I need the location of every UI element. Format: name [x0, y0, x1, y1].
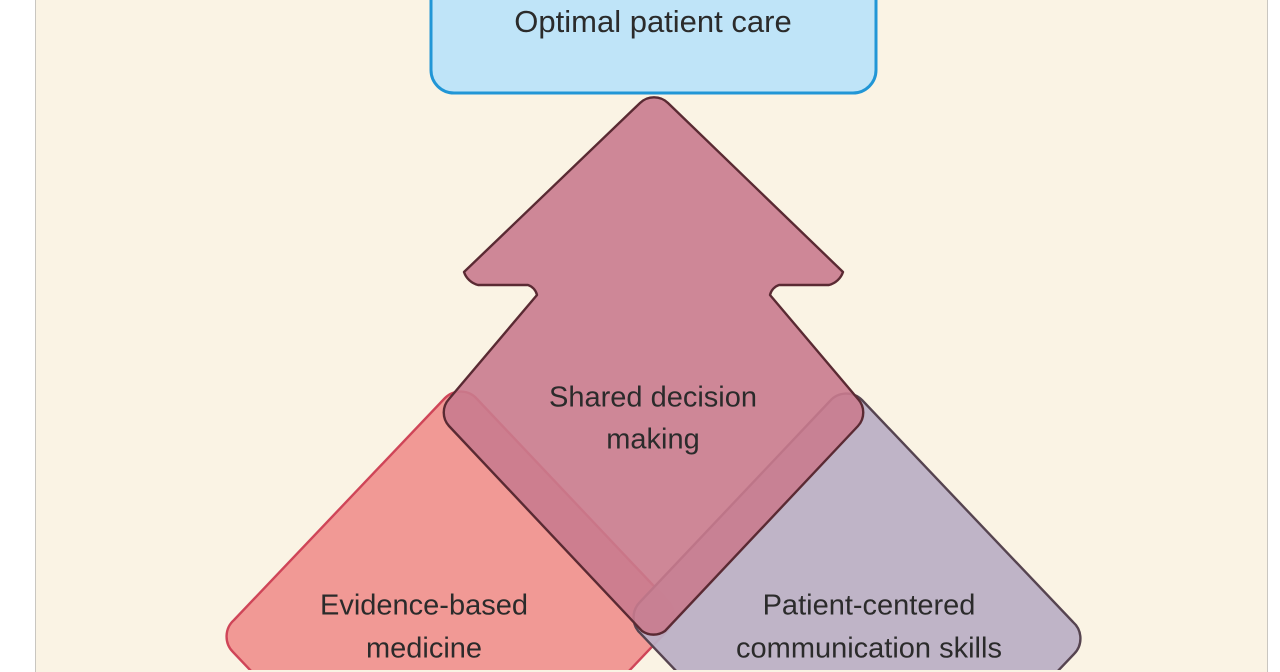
shared-decision-making-label-line1: Shared decision — [549, 382, 757, 414]
shared-decision-making-shape — [442, 96, 865, 636]
shared-decision-making-label-line2: making — [606, 424, 700, 456]
evidence-based-medicine-label-line1: Evidence-based — [320, 590, 528, 622]
optimal-patient-care-shape — [429, 0, 878, 95]
shared-decision-making-arrow[interactable]: Shared decision making — [442, 96, 865, 636]
patient-centered-communication-label-line2: communication skills — [736, 633, 1002, 665]
patient-centered-communication-label-line1: Patient-centered — [763, 590, 976, 622]
optimal-patient-care-label: Optimal patient care — [514, 4, 791, 39]
optimal-patient-care-box[interactable]: Optimal patient care — [429, 0, 878, 95]
evidence-based-medicine-label-line2: medicine — [366, 633, 482, 665]
